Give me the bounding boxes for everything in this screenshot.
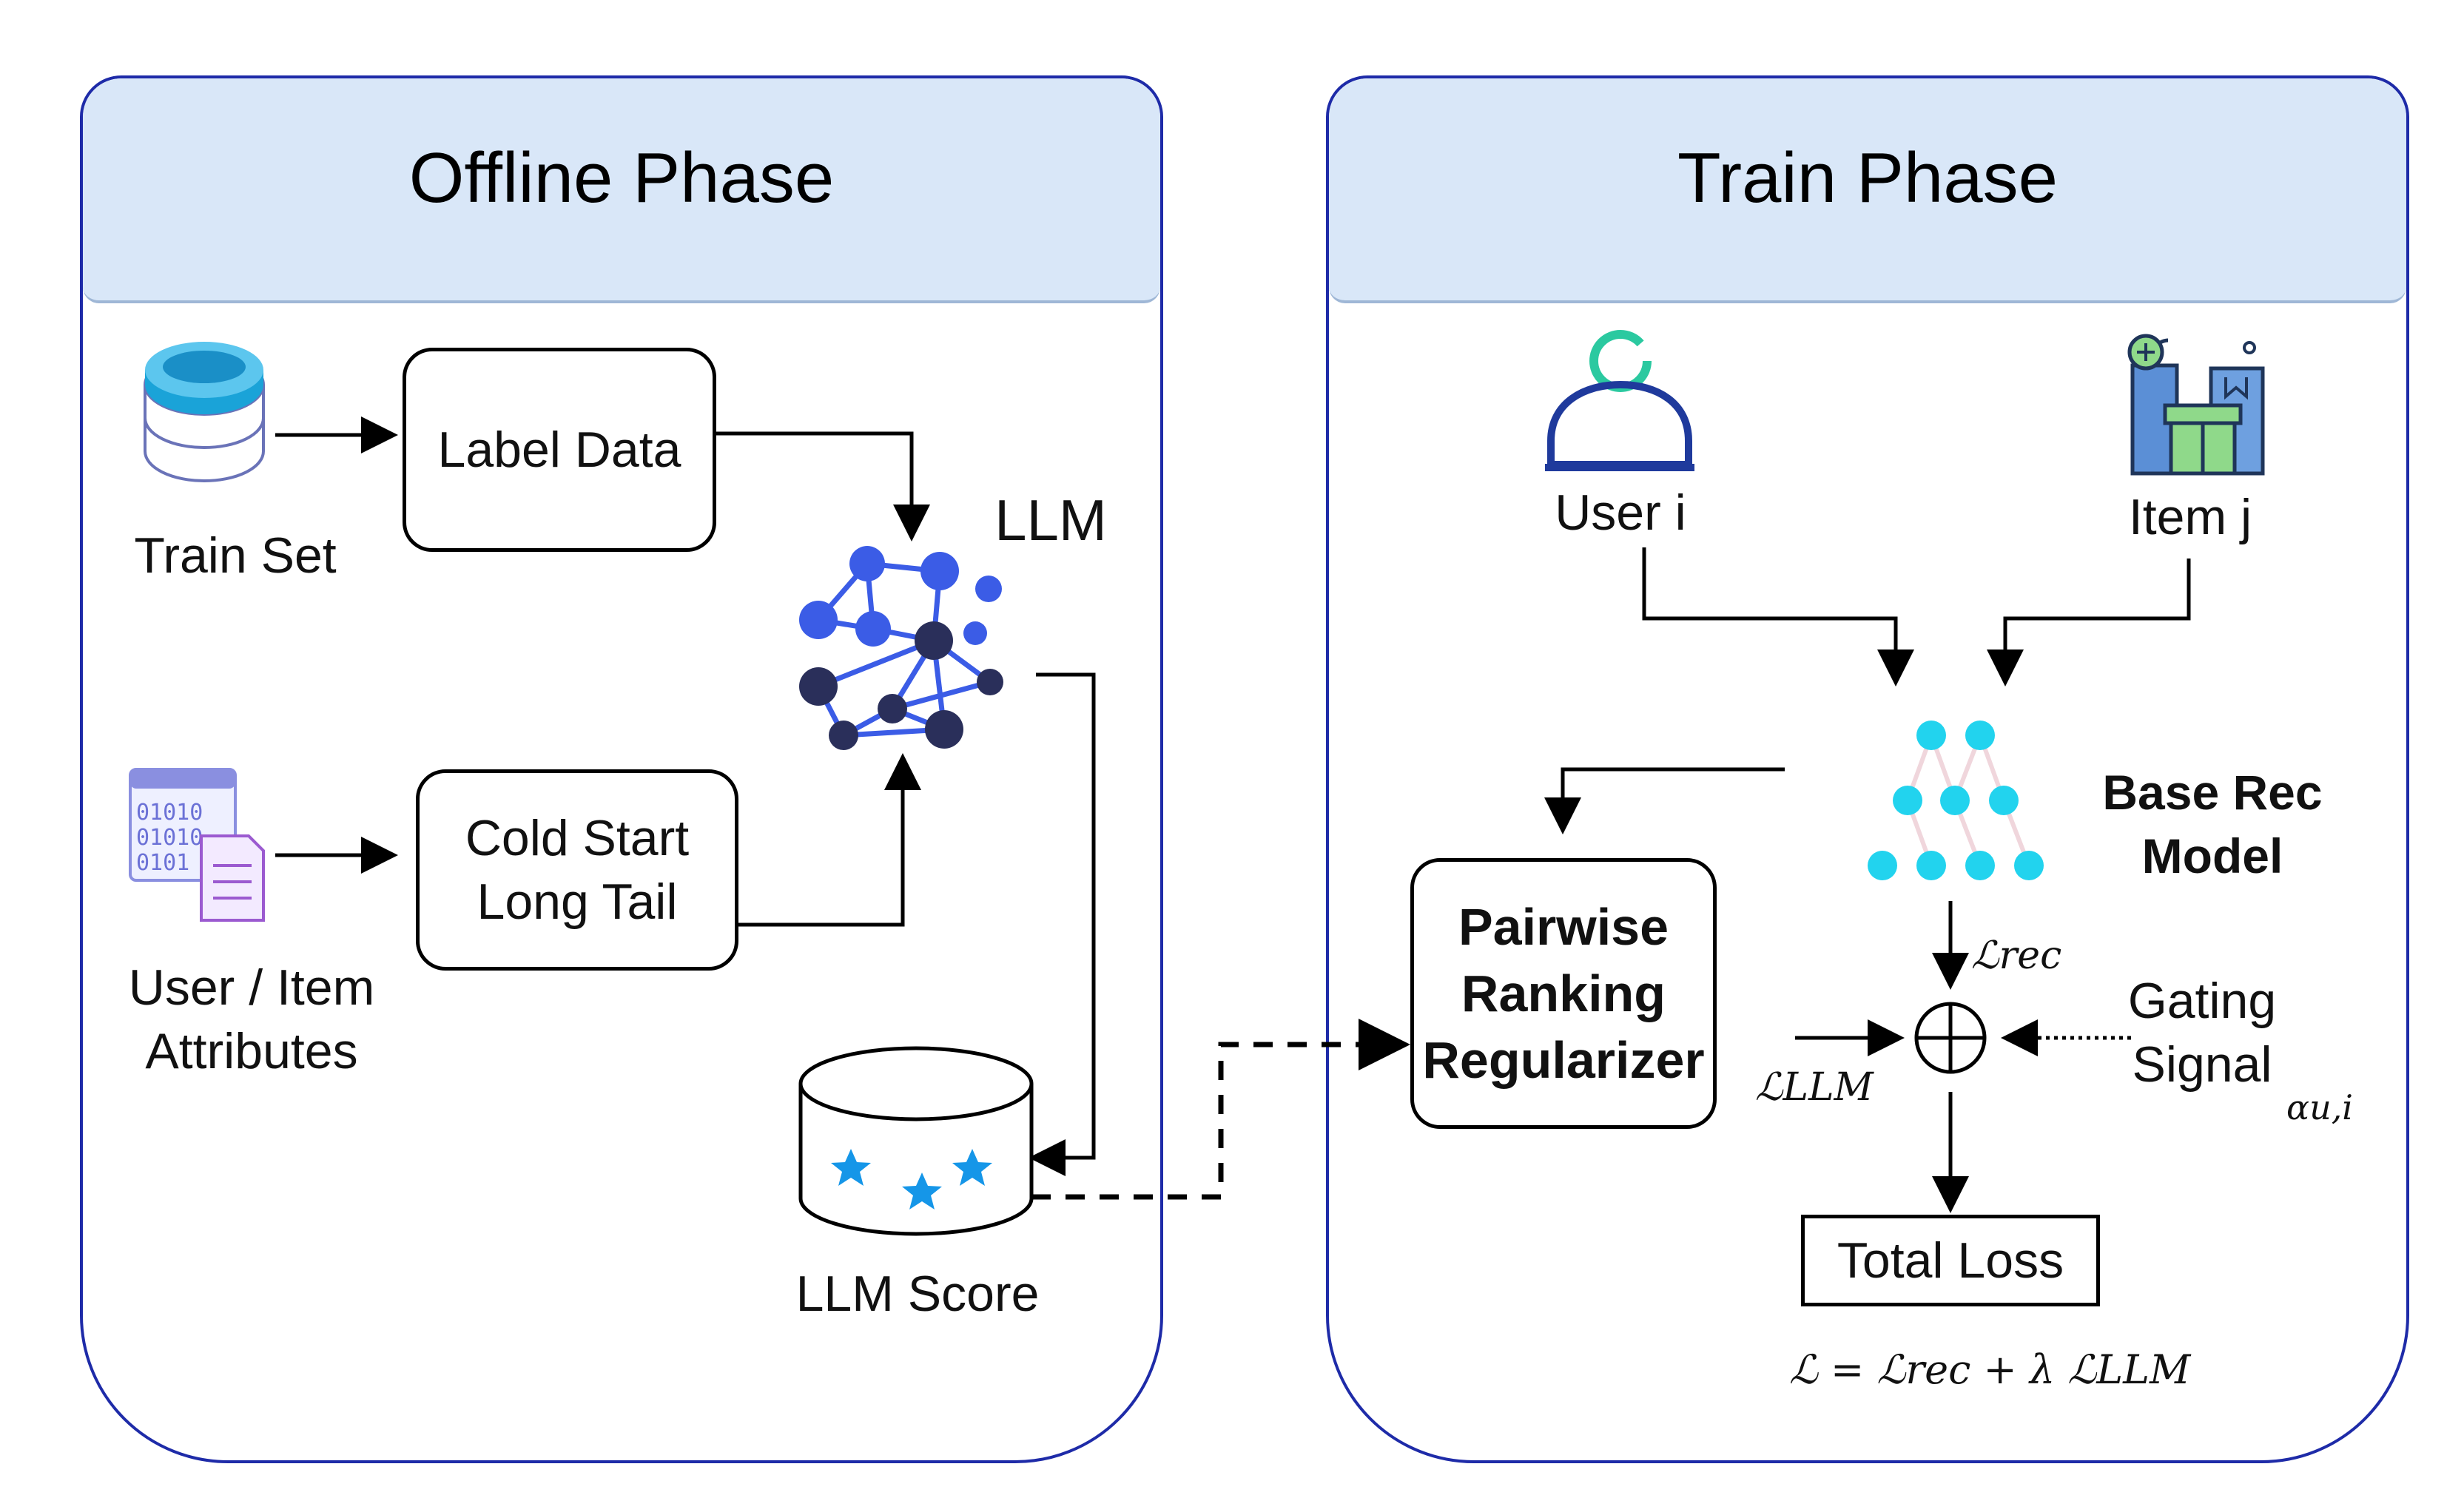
neural-network-icon <box>1868 721 2044 880</box>
svg-text:01010: 01010 <box>136 825 203 851</box>
alpha-label: αu,i <box>2286 1087 2354 1127</box>
star-icon <box>831 1149 992 1209</box>
item-label: Item j <box>2128 489 2252 545</box>
gating-signal-label: Gating Signal <box>2127 973 2277 1093</box>
regularizer-box: Pairwise Ranking Regularizer <box>1410 858 1717 1129</box>
arrow-label-to-llm <box>716 431 930 541</box>
arrow-coldstart-to-llm <box>737 753 921 927</box>
binary-file-icon: 01010 01010 0101 <box>129 768 265 922</box>
svg-text:01010: 01010 <box>136 800 203 826</box>
label-data-box: Label Data <box>403 348 716 552</box>
arrow-user-to-model <box>1642 547 1914 686</box>
svg-text:0101: 0101 <box>136 850 189 876</box>
regularizer-text: Pairwise Ranking Regularizer <box>1422 898 1705 1089</box>
llm-score-label: LLM Score <box>795 1266 1040 1322</box>
dashed-arrow-score-to-regularizer <box>1031 1019 1410 1200</box>
arrow-item-to-model <box>1987 559 2191 686</box>
loss-llm-label: ℒLLM <box>1755 1065 1874 1110</box>
offline-phase-panel: Offline Phase <box>80 75 1163 1463</box>
arrow-llm-to-score <box>1029 672 1096 1176</box>
total-loss-text: Total Loss <box>1837 1232 2064 1289</box>
loss-formula: ℒ = ℒrec + λ ℒLLM <box>1789 1346 2191 1393</box>
loss-rec-label: ℒrec <box>1971 934 2062 978</box>
train-set-label: Train Set <box>134 527 337 584</box>
sum-icon <box>1914 1002 1987 1074</box>
llm-label: LLM <box>994 487 1107 553</box>
cold-start-box: Cold Start Long Tail <box>416 769 738 971</box>
offline-phase-header: Offline Phase <box>83 78 1160 303</box>
user-label: User i <box>1555 485 1686 541</box>
total-loss-box: Total Loss <box>1801 1215 2100 1306</box>
llm-score-cylinder-icon <box>798 1046 1034 1236</box>
attributes-label: User / Item Attributes <box>128 959 375 1079</box>
label-data-text: Label Data <box>437 422 681 478</box>
base-rec-model-label: Base Rec Model <box>2102 765 2323 883</box>
train-phase-header: Train Phase <box>1329 78 2406 303</box>
shopping-items-icon <box>2127 334 2265 476</box>
cold-start-text: Cold Start Long Tail <box>465 810 690 930</box>
llm-network-icon <box>799 546 1003 750</box>
database-icon <box>144 342 265 482</box>
offline-phase-title: Offline Phase <box>408 138 835 217</box>
train-phase-title: Train Phase <box>1677 138 2059 217</box>
arrow-model-to-regularizer <box>1544 767 1785 834</box>
user-icon <box>1545 330 1694 471</box>
